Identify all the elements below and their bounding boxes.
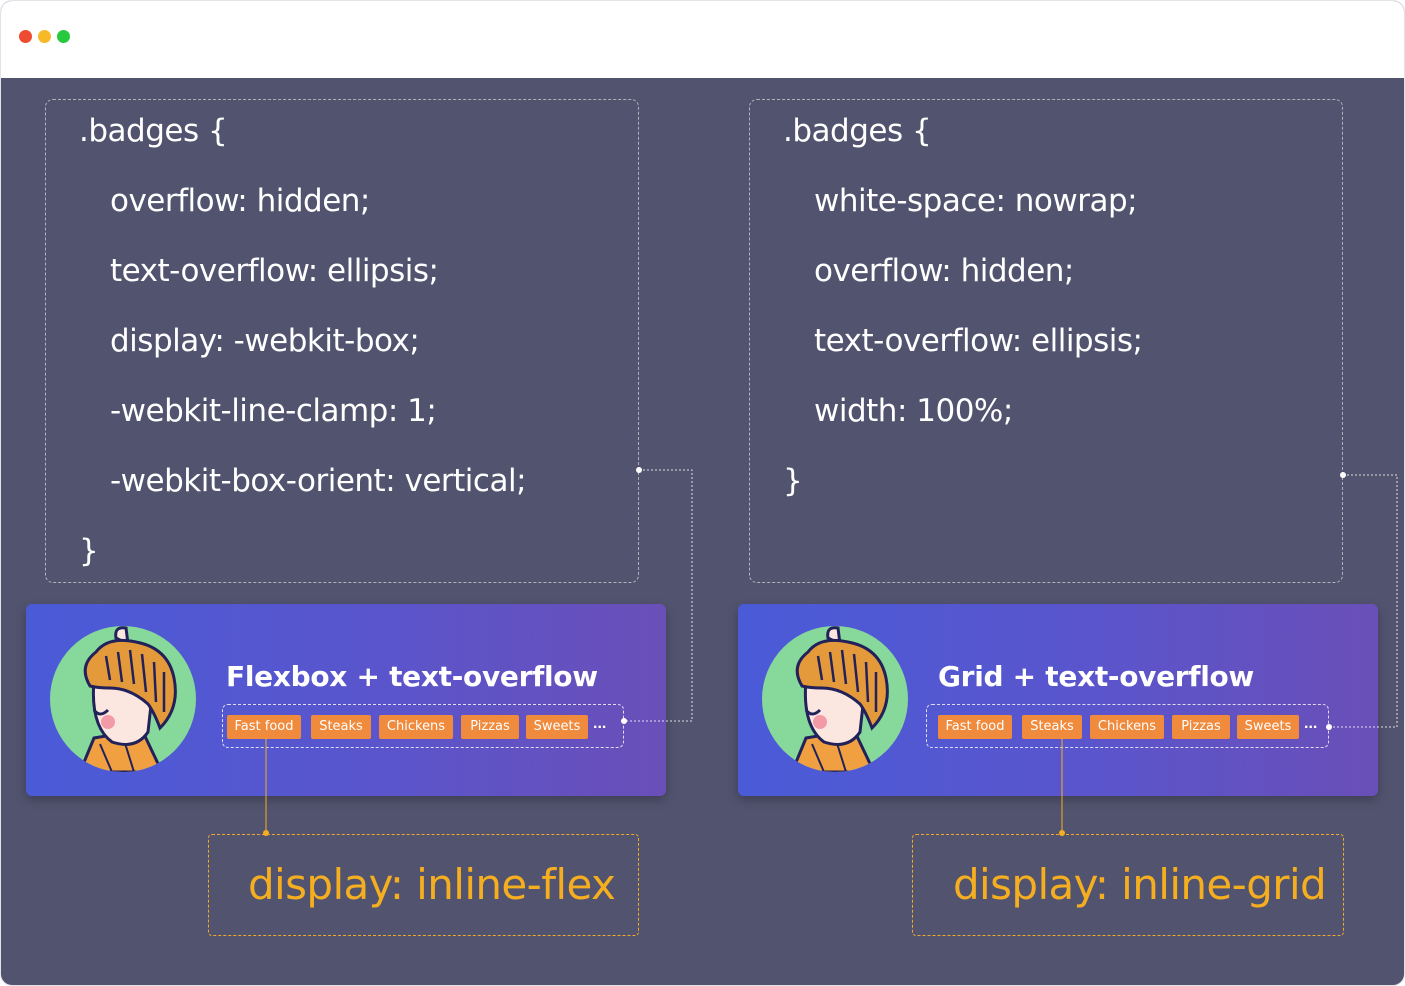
badge[interactable]: Steaks [1022,715,1082,739]
code-line: display: -webkit-box; [110,323,420,359]
connector-dot [263,830,269,836]
window-titlebar [1,1,1404,78]
connector-dot [1340,472,1346,478]
left-code-connector [624,469,693,722]
boy-avatar-icon [762,626,908,772]
connector-dot [1059,830,1065,836]
left-display-box: display: inline-flex [208,834,639,936]
badge[interactable]: Chickens [1090,715,1164,739]
left-code-block [45,99,639,583]
right-profile-card: Grid + text-overflow Fast food Steaks Ch… [738,604,1378,796]
badge[interactable]: Pizzas [1172,715,1230,739]
code-line: white-space: nowrap; [814,183,1138,219]
ellipsis: ... [593,715,607,732]
badge[interactable]: Sweets [1237,715,1299,739]
display-value: display: inline-grid [953,860,1327,909]
code-line: } [79,533,99,569]
code-line: width: 100%; [814,393,1013,429]
close-window-button[interactable] [19,30,32,43]
badges-container: Fast food Steaks Chickens Pizzas Sweets … [222,704,624,748]
code-line: -webkit-line-clamp: 1; [110,393,437,429]
code-line: text-overflow: ellipsis; [814,323,1143,359]
code-line: overflow: hidden; [814,253,1074,289]
code-line: -webkit-box-orient: vertical; [110,463,527,499]
badge[interactable]: Fast food [227,715,301,739]
left-profile-card: Flexbox + text-overflow Fast food Steaks… [26,604,666,796]
right-code-block [749,99,1343,583]
boy-avatar-icon [50,626,196,772]
card-title: Flexbox + text-overflow [226,660,598,693]
badges-container: Fast food Steaks Chickens Pizzas Sweets … [926,704,1329,748]
right-display-box: display: inline-grid [912,834,1344,936]
code-line: text-overflow: ellipsis; [110,253,439,289]
minimize-window-button[interactable] [38,30,51,43]
badge[interactable]: Steaks [311,715,371,739]
code-line: } [783,463,803,499]
connector-dot [621,718,627,724]
ellipsis: ... [1304,715,1318,732]
card-title: Grid + text-overflow [938,660,1255,693]
connector-dot [1326,724,1332,730]
connector-dot [636,467,642,473]
display-value: display: inline-flex [248,860,616,909]
badge[interactable]: Fast food [938,715,1012,739]
maximize-window-button[interactable] [57,30,70,43]
code-line: .badges { [783,113,932,149]
code-line: .badges { [79,113,228,149]
right-code-connector [1329,474,1398,728]
badge[interactable]: Pizzas [461,715,519,739]
badge[interactable]: Sweets [526,715,588,739]
code-line: overflow: hidden; [110,183,370,219]
badge[interactable]: Chickens [379,715,453,739]
